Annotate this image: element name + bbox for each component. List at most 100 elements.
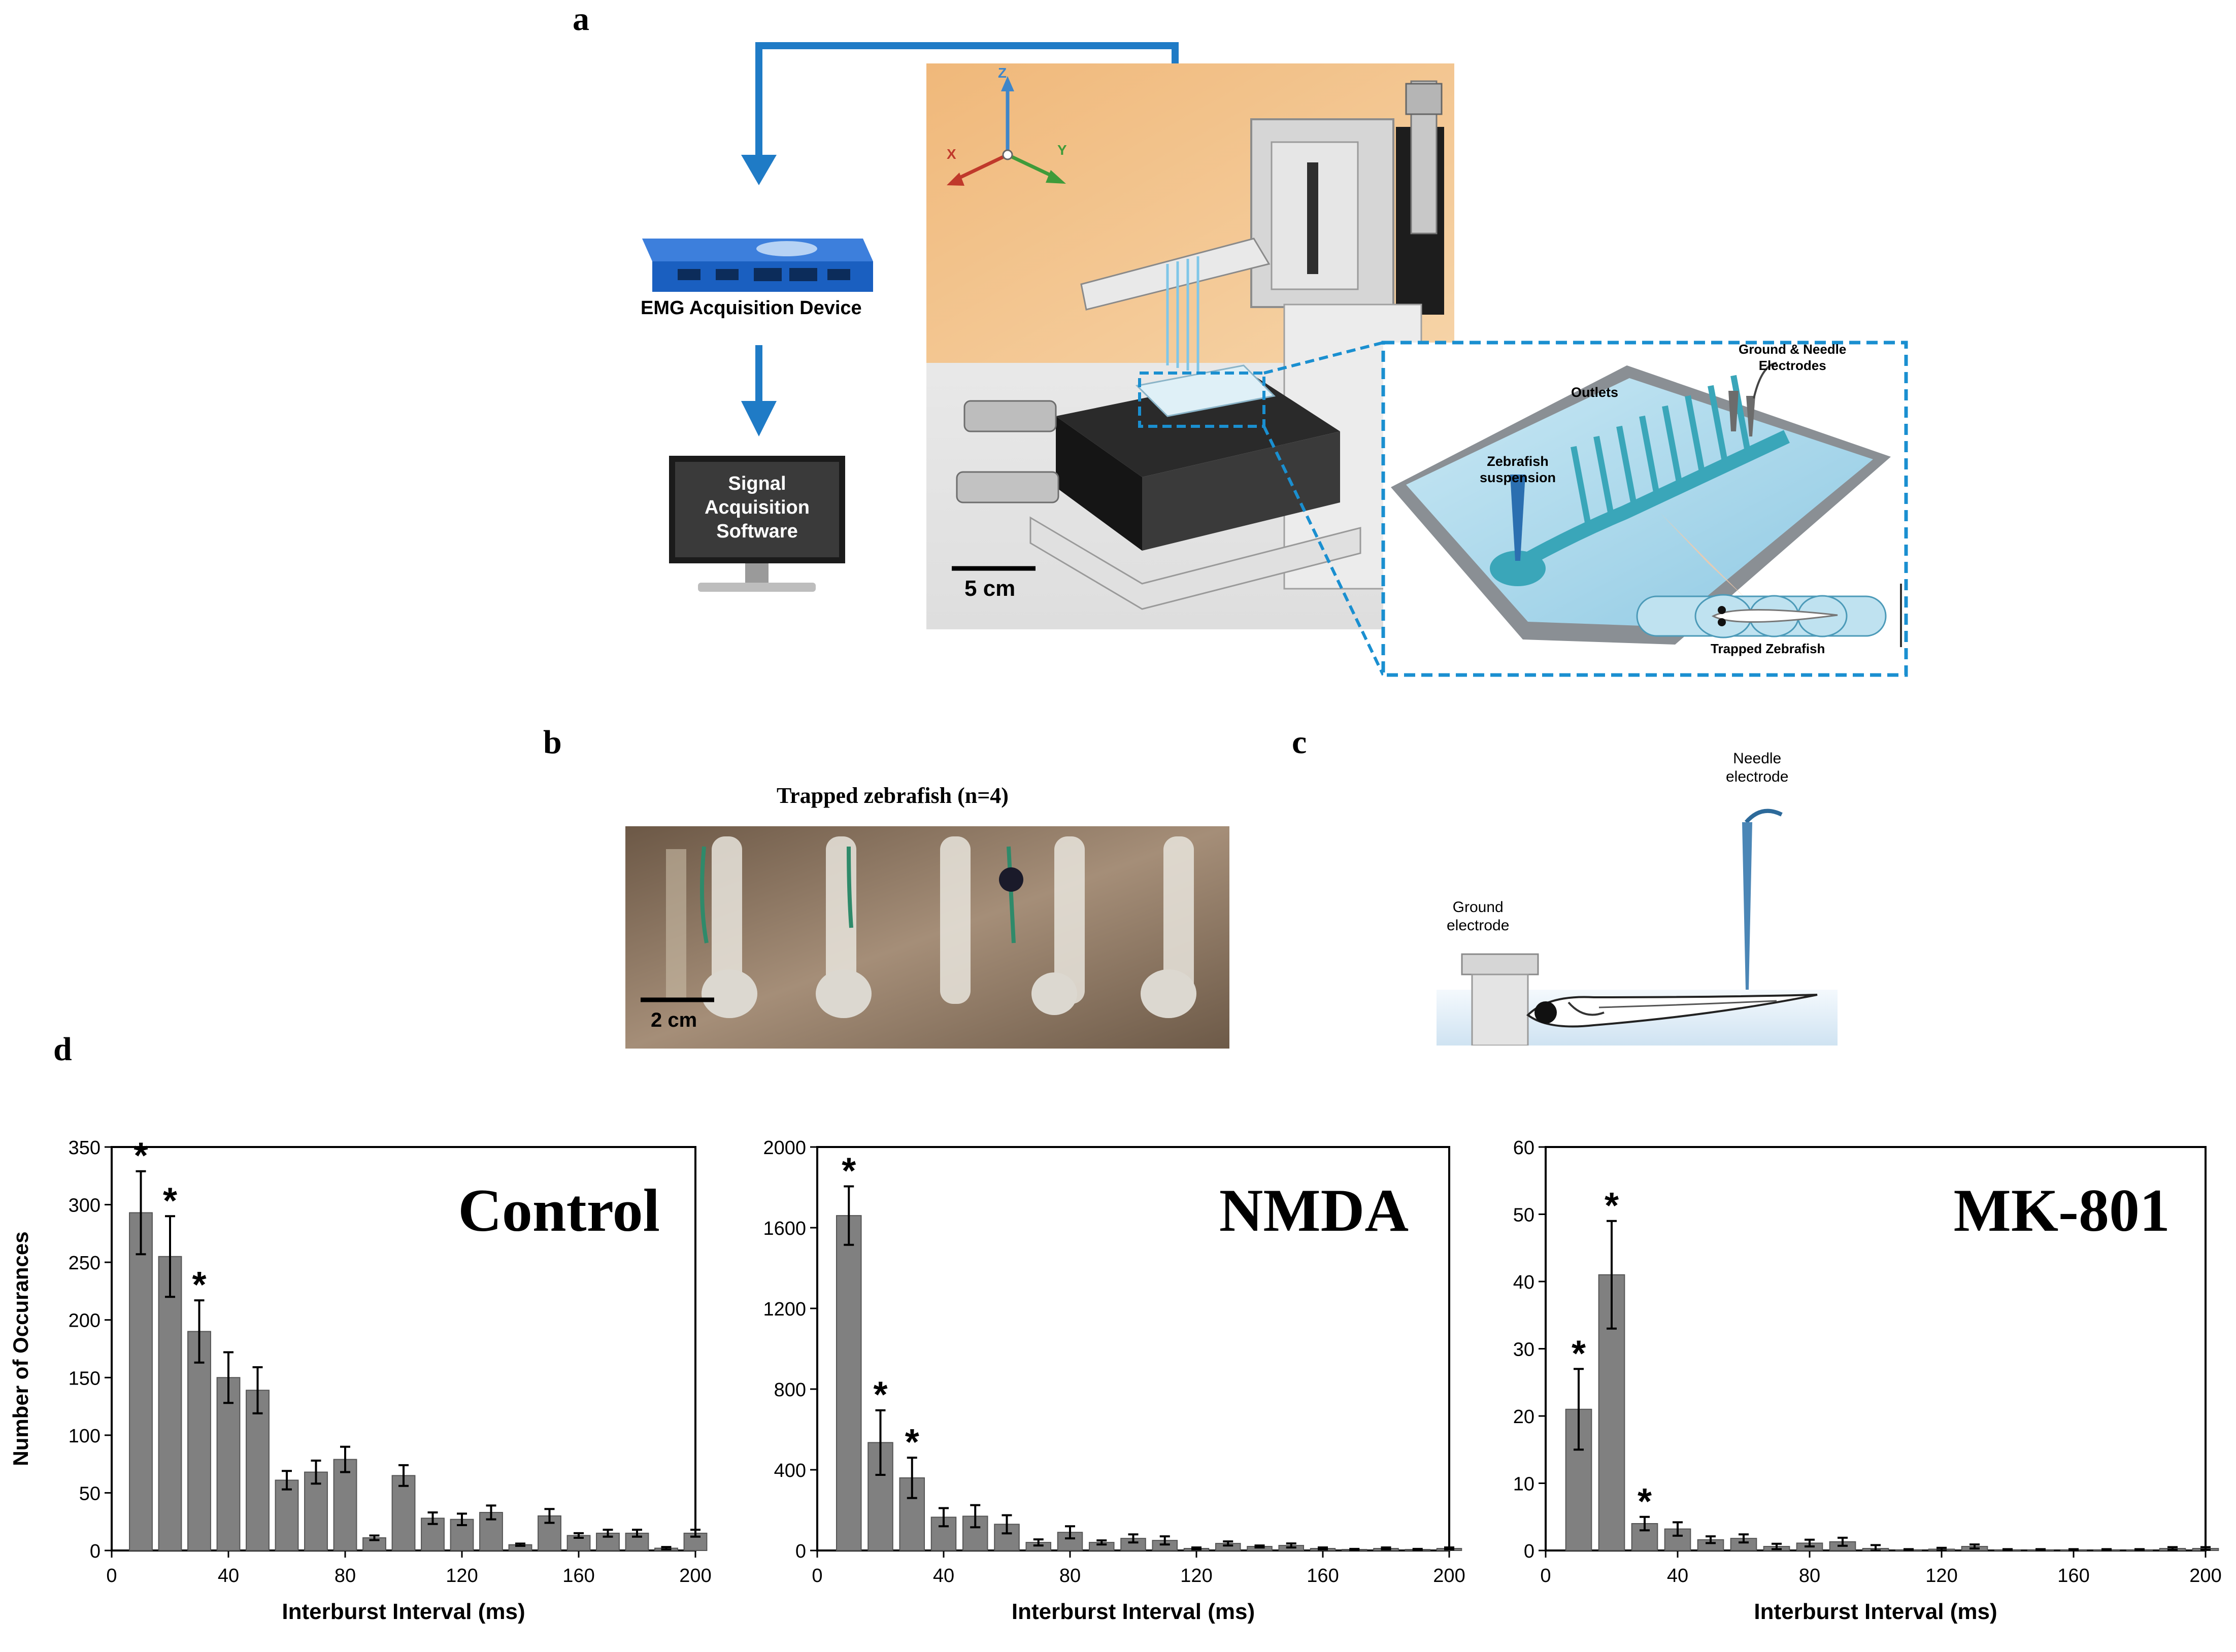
x-tick-label: 80 [1059, 1565, 1081, 1587]
axis-label-y: Y [1057, 142, 1067, 158]
panel-label-b: b [543, 724, 562, 761]
y-tick-label: 2000 [763, 1137, 806, 1159]
bar [930, 1516, 957, 1551]
software-label-line-1: Signal [728, 473, 786, 494]
axis-label-x: X [947, 146, 956, 162]
ground-electrode-label: Ground electrode [1447, 898, 1509, 935]
y-tick-label: 200 [69, 1310, 101, 1332]
x-tick-label: 160 [562, 1565, 594, 1587]
software-label-line-2: Acquisition [705, 497, 810, 518]
bar [129, 1212, 153, 1551]
x-tick-label: 120 [1180, 1565, 1212, 1587]
y-tick-label: 800 [774, 1379, 806, 1401]
y-tick-label: 150 [69, 1368, 101, 1389]
chart-title: NMDA [1219, 1176, 1409, 1244]
ground-electrode-label-line-2: electrode [1447, 917, 1510, 934]
y-tick-label: 1200 [763, 1299, 806, 1320]
x-tick-label: 40 [1667, 1565, 1688, 1587]
suspension-label: Zebrafish suspension [1480, 453, 1556, 486]
y-tick-label: 0 [1524, 1541, 1534, 1562]
trapped-zebrafish-label: Trapped Zebrafish [1711, 641, 1825, 656]
y-tick-label: 400 [774, 1460, 806, 1481]
bar [158, 1256, 182, 1551]
panel-label-d: d [53, 1031, 72, 1068]
x-tick-label: 200 [1433, 1565, 1465, 1587]
ground-needle-label-line-2: Electrodes [1758, 358, 1826, 373]
x-tick-label: 200 [679, 1565, 711, 1587]
x-tick-label: 120 [446, 1565, 478, 1587]
needle-electrode-label-line-1: Needle [1733, 750, 1782, 767]
bar [216, 1377, 241, 1551]
chart-title: MK-801 [1953, 1176, 2170, 1244]
significance-marker: * [842, 1151, 856, 1192]
bar [1664, 1528, 1691, 1551]
ground-needle-label: Ground & Needle Electrodes [1739, 341, 1846, 374]
ground-needle-label-line-1: Ground & Needle [1739, 342, 1847, 357]
bar [246, 1390, 270, 1551]
x-tick-label: 80 [1799, 1565, 1820, 1587]
panel-a-figure [642, 42, 1908, 677]
bar [304, 1471, 328, 1551]
x-axis-label: Interburst Interval (ms) [1012, 1599, 1255, 1624]
y-tick-label: 40 [1513, 1272, 1534, 1293]
x-axis-label: Interburst Interval (ms) [282, 1599, 525, 1624]
panel-label-c: c [1292, 724, 1307, 761]
stage-photo [926, 63, 1454, 629]
chip-inset [1381, 341, 1908, 677]
photo-b-scale-label: 2 cm [651, 1009, 697, 1031]
y-tick-label: 20 [1513, 1406, 1534, 1428]
y-tick-label: 100 [69, 1426, 101, 1447]
significance-marker: * [1605, 1186, 1619, 1226]
bar [187, 1331, 211, 1551]
y-tick-label: 250 [69, 1253, 101, 1274]
emg-device-label: EMG Acquisition Device [641, 297, 862, 319]
suspension-label-line-2: suspension [1480, 470, 1556, 485]
chart-frame [1545, 1146, 2207, 1552]
significance-marker: * [192, 1265, 206, 1305]
significance-marker: * [134, 1136, 148, 1176]
photo-scale-label: 5 cm [964, 576, 1016, 601]
panel-label-a: a [573, 1, 589, 38]
y-tick-label: 0 [795, 1541, 806, 1562]
bar [275, 1479, 299, 1552]
needle-electrode-label-line-2: electrode [1726, 768, 1789, 785]
significance-marker: * [905, 1422, 919, 1463]
x-tick-label: 40 [933, 1565, 954, 1587]
significance-marker: * [1572, 1333, 1586, 1374]
bar [836, 1215, 862, 1551]
emg-device-image [642, 239, 873, 292]
y-tick-label: 1600 [763, 1218, 806, 1239]
x-tick-label: 200 [2189, 1565, 2221, 1587]
x-tick-label: 0 [1540, 1565, 1551, 1587]
x-axis-label: Interburst Interval (ms) [1754, 1599, 1997, 1624]
panel-b-title: Trapped zebrafish (n=4) [777, 783, 1009, 808]
outlets-label: Outlets [1571, 385, 1619, 400]
software-label-line-3: Software [716, 521, 798, 542]
x-tick-label: 0 [106, 1565, 117, 1587]
needle-electrode-label: Needle electrode [1726, 750, 1788, 786]
inset-connector-lines [1262, 341, 1385, 676]
y-axis-label: Number of Occurances [9, 1231, 32, 1466]
x-tick-label: 160 [2057, 1565, 2089, 1587]
x-tick-label: 0 [812, 1565, 822, 1587]
significance-marker: * [1638, 1481, 1652, 1522]
x-tick-label: 80 [335, 1565, 356, 1587]
x-tick-label: 120 [1925, 1565, 1957, 1587]
trapped-zebrafish-photo [625, 826, 1229, 1049]
y-tick-label: 50 [79, 1483, 101, 1504]
y-tick-label: 60 [1513, 1137, 1534, 1159]
bar [391, 1475, 416, 1551]
software-label: Signal Acquisition Software [675, 472, 839, 544]
ground-electrode-label-line-1: Ground [1452, 899, 1504, 916]
monitor-image [669, 456, 845, 592]
significance-marker: * [163, 1181, 177, 1221]
x-tick-label: 160 [1307, 1565, 1339, 1587]
y-tick-label: 30 [1513, 1339, 1534, 1361]
axis-label-z: Z [998, 65, 1007, 81]
suspension-label-line-1: Zebrafish [1487, 454, 1549, 469]
chart-title: Control [458, 1176, 660, 1244]
